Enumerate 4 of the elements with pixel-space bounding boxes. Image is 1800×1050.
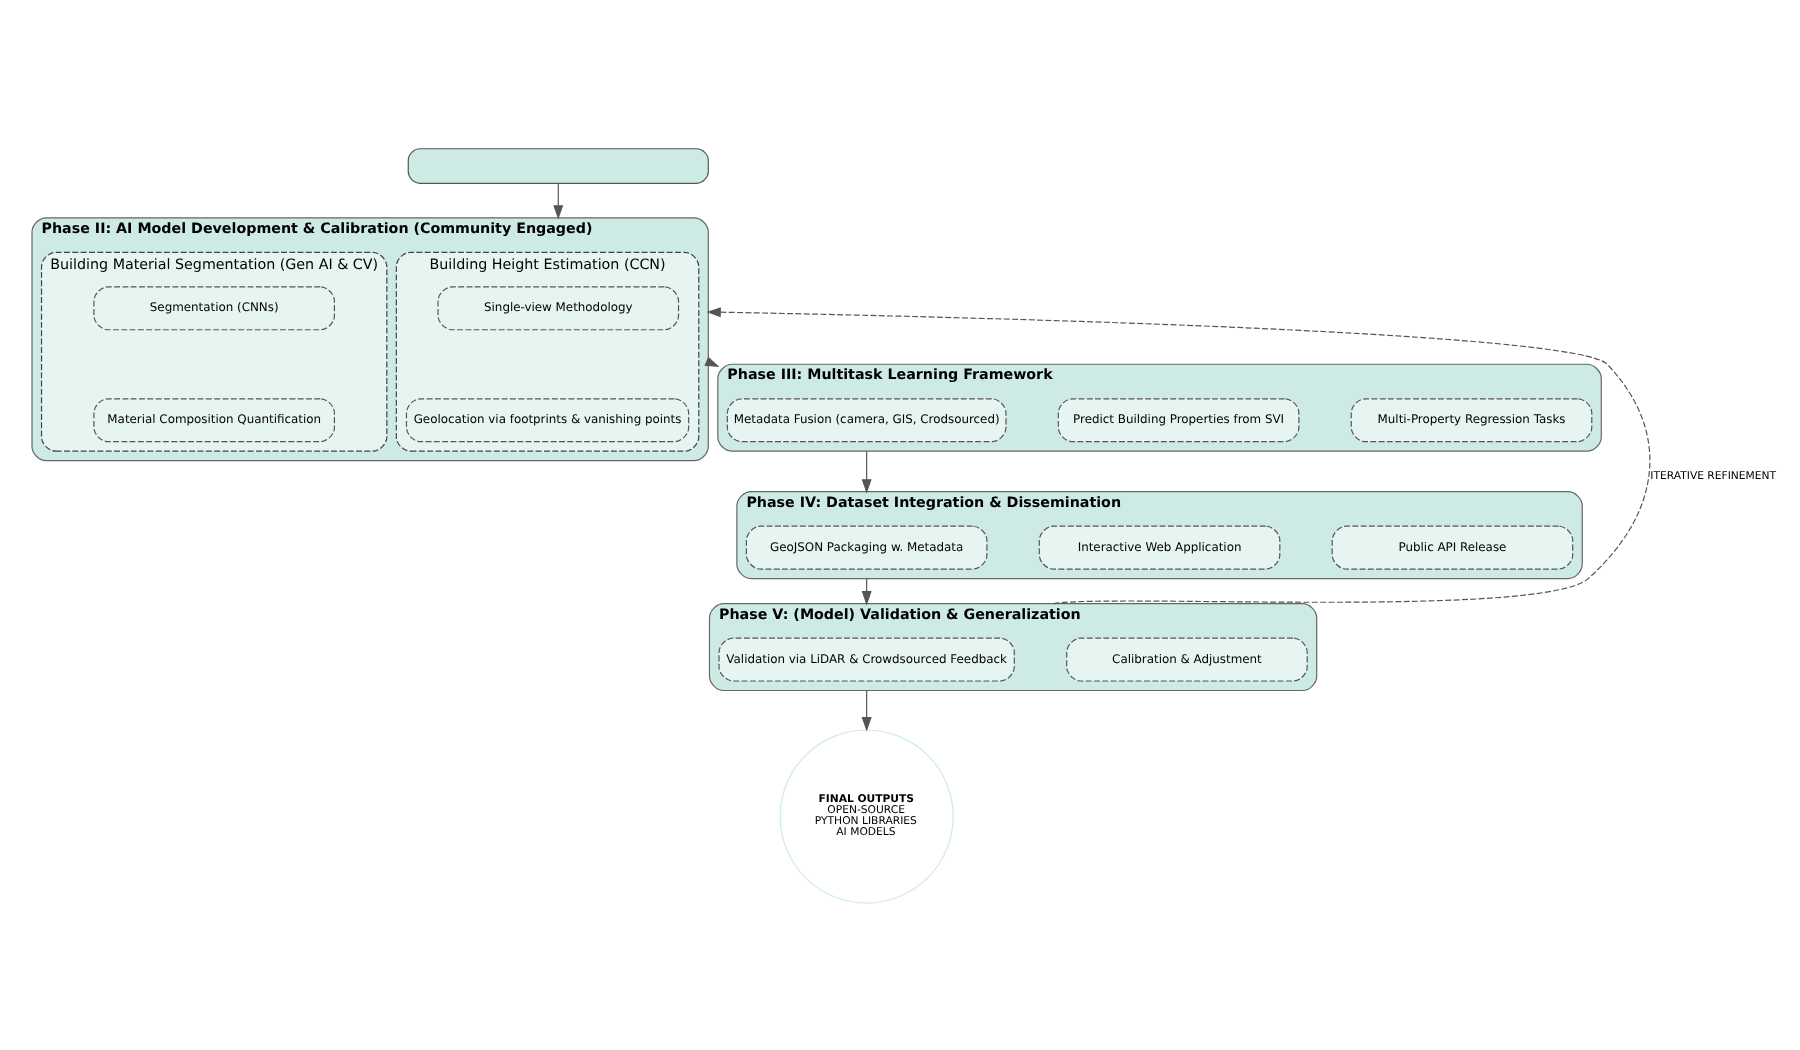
node-box (407, 147, 709, 183)
arrow (861, 688, 872, 731)
arrow (553, 182, 564, 219)
arrow (861, 449, 872, 493)
